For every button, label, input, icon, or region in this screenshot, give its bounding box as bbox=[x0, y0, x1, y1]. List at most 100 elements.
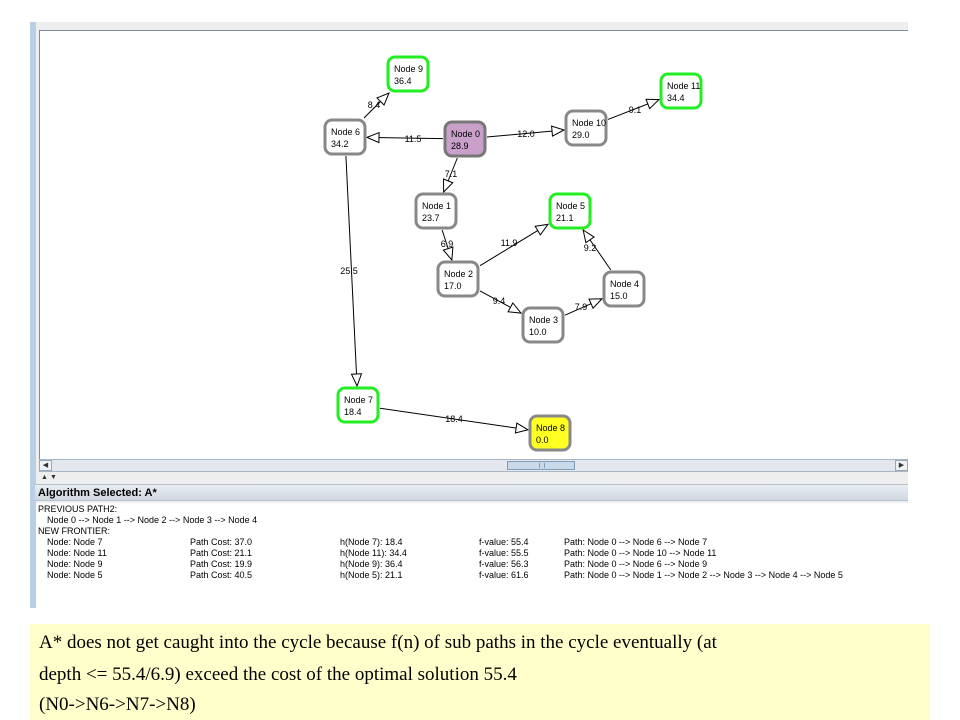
frontier-f-value: f-value: 55.4 bbox=[479, 537, 529, 547]
node-name: Node 7 bbox=[344, 395, 373, 405]
collapse-up-icon[interactable]: ▲ bbox=[41, 474, 48, 481]
edge-n10-n11: 9.1 bbox=[607, 98, 661, 120]
graph-node-n8[interactable]: Node 80.0 bbox=[528, 414, 572, 452]
node-name: Node 0 bbox=[451, 129, 480, 139]
edge-n0-n6: 11.5 bbox=[365, 131, 444, 144]
node-name: Node 6 bbox=[331, 127, 360, 137]
edge-layer: 11.5 12.0 7.1 8.4 9.1 6.9 11.9 9.4 7.9 9.2 25.5 18.… bbox=[340, 92, 661, 434]
arrowhead-icon bbox=[514, 422, 530, 434]
node-heuristic-value: 21.1 bbox=[556, 213, 574, 223]
node-box bbox=[443, 120, 487, 158]
graph-node-n9[interactable]: Node 936.4 bbox=[386, 55, 430, 93]
node-name: Node 9 bbox=[394, 64, 423, 74]
slide-caption: A* does not get caught into the cycle be… bbox=[30, 624, 930, 720]
edge-n3-n4: 7.9 bbox=[564, 298, 604, 316]
graph-canvas[interactable]: 11.5 12.0 7.1 8.4 9.1 6.9 11.9 9.4 7.9 9.2 25.5 18.… bbox=[39, 30, 908, 459]
edge-n4-n5: 9.2 bbox=[582, 228, 612, 271]
graph-node-n5[interactable]: Node 521.1 bbox=[548, 192, 592, 230]
frontier-heuristic: h(Node 9): 36.4 bbox=[340, 559, 403, 569]
edge-n2-n3: 9.4 bbox=[479, 290, 523, 314]
node-box bbox=[386, 55, 430, 93]
node-heuristic-value: 0.0 bbox=[536, 435, 549, 445]
node-heuristic-value: 29.0 bbox=[572, 130, 590, 140]
node-heuristic-value: 34.4 bbox=[667, 93, 685, 103]
frontier-node: Node: Node 9 bbox=[47, 559, 103, 569]
edge-cost-label: 18.4 bbox=[445, 414, 463, 424]
node-heuristic-value: 34.2 bbox=[331, 139, 349, 149]
arrowhead-icon bbox=[588, 298, 604, 310]
scroll-left-arrow-icon[interactable]: ◀ bbox=[39, 460, 52, 471]
edge-n1-n2: 6.9 bbox=[441, 229, 454, 262]
node-heuristic-value: 28.9 bbox=[451, 141, 469, 151]
scroll-thumb[interactable] bbox=[507, 461, 575, 470]
edge-cost-label: 7.1 bbox=[445, 169, 458, 179]
window-left-border bbox=[30, 22, 36, 608]
previous-path-heading: PREVIOUS PATH2: bbox=[38, 504, 118, 514]
algorithm-bar: Algorithm Selected: A* bbox=[35, 484, 908, 501]
edge-line bbox=[479, 223, 549, 267]
graph-node-n3[interactable]: Node 3 10.0 bbox=[521, 306, 565, 344]
edge-n2-n5: 11.9 bbox=[479, 223, 550, 267]
edge-cost-label: 8.4 bbox=[368, 100, 381, 110]
node-name: Node 10 bbox=[572, 118, 606, 128]
edge-n6-n9: 8.4 bbox=[363, 92, 390, 119]
edge-n0-n1: 7.1 bbox=[442, 157, 458, 194]
edge-cost-label: 12.0 bbox=[517, 129, 535, 139]
previous-path: Node 0 --> Node 1 --> Node 2 --> Node 3 … bbox=[47, 515, 258, 525]
node-heuristic-value: 23.7 bbox=[422, 213, 440, 223]
node-heuristic-value: 17.0 bbox=[444, 281, 462, 291]
frontier-f-value: f-value: 55.5 bbox=[479, 548, 529, 558]
edge-n7-n8: 18.4 bbox=[379, 407, 530, 434]
frontier-f-value: f-value: 61.6 bbox=[479, 570, 529, 580]
graph-node-n2[interactable]: Node 2 17.0 bbox=[436, 260, 480, 298]
frontier-heuristic: h(Node 7): 18.4 bbox=[340, 537, 403, 547]
graph-node-n0[interactable]: Node 0 28.9 bbox=[443, 120, 487, 158]
node-name: Node 4 bbox=[610, 279, 639, 289]
graph-node-n1[interactable]: Node 1 23.7 bbox=[414, 192, 458, 230]
frontier-heuristic: h(Node 11): 34.4 bbox=[340, 548, 407, 558]
edge-cost-label: 9.4 bbox=[493, 296, 506, 306]
graph-node-n10[interactable]: Node 10 29.0 bbox=[564, 109, 608, 147]
graph-node-n7[interactable]: Node 7 18.4 bbox=[336, 386, 380, 424]
arrowhead-icon bbox=[551, 125, 566, 137]
edge-cost-label: 9.1 bbox=[629, 105, 642, 115]
arrowhead-icon bbox=[376, 92, 390, 106]
graph-node-n4[interactable]: Node 415.0 bbox=[602, 270, 646, 308]
frontier-path: Path: Node 0 --> Node 6 --> Node 9 bbox=[564, 559, 708, 569]
frontier-path: Path: Node 0 --> Node 1 --> Node 2 --> N… bbox=[564, 570, 843, 580]
arrowhead-icon bbox=[645, 98, 661, 110]
expand-down-icon[interactable]: ▼ bbox=[50, 474, 57, 481]
node-box bbox=[323, 118, 367, 156]
edge-cost-label: 11.9 bbox=[501, 238, 518, 248]
frontier-path-cost: Path Cost: 19.9 bbox=[190, 559, 253, 569]
node-name: Node 3 bbox=[529, 315, 558, 325]
frontier-path: Path: Node 0 --> Node 10 --> Node 11 bbox=[564, 548, 717, 558]
arrowhead-icon bbox=[442, 178, 454, 194]
horizontal-scrollbar[interactable]: ◀ ▶ bbox=[39, 459, 908, 472]
frontier-node: Node: Node 5 bbox=[47, 570, 103, 580]
node-heuristic-value: 18.4 bbox=[344, 407, 362, 417]
edge-n6-n7: 25.5 bbox=[340, 155, 363, 388]
arrowhead-icon bbox=[507, 302, 523, 314]
frontier-path-cost: Path Cost: 37.0 bbox=[190, 537, 253, 547]
node-name: Node 2 bbox=[444, 269, 473, 279]
frontier-path: Path: Node 0 --> Node 6 --> Node 7 bbox=[564, 537, 708, 547]
frontier-f-value: f-value: 56.3 bbox=[479, 559, 529, 569]
frontier-node: Node: Node 11 bbox=[47, 548, 107, 558]
graph-node-n6[interactable]: Node 6 34.2 bbox=[323, 118, 367, 156]
node-name: Node 1 bbox=[422, 201, 451, 211]
arrowhead-icon bbox=[534, 223, 550, 236]
node-box bbox=[548, 192, 592, 230]
algorithm-selected-label: Algorithm Selected: A* bbox=[38, 487, 157, 499]
node-heuristic-value: 10.0 bbox=[529, 327, 547, 337]
node-box bbox=[436, 260, 480, 298]
edge-cost-label: 6.9 bbox=[441, 239, 454, 249]
scroll-right-arrow-icon[interactable]: ▶ bbox=[895, 460, 908, 471]
caption-line-3: (N0->N6->N7->N8) bbox=[39, 694, 196, 715]
caption-line-2: depth <= 55.4/6.9) exceed the cost of th… bbox=[39, 664, 517, 685]
arrowhead-icon bbox=[350, 373, 363, 388]
grip-icon bbox=[539, 463, 545, 468]
split-pane-divider[interactable]: ▲ ▼ bbox=[39, 473, 908, 482]
